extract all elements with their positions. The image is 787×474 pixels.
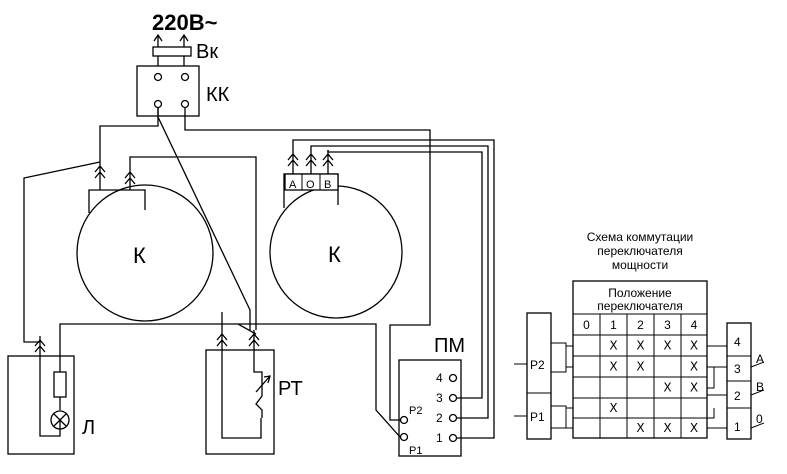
table-mark: X <box>690 421 698 435</box>
heater-left <box>76 162 214 322</box>
table-terminal-4: 4 <box>734 335 741 349</box>
table-title-line1: Схема коммутации <box>587 230 693 244</box>
table-header-line1: Положение <box>608 286 672 300</box>
table-letter-0: 0 <box>756 412 763 426</box>
table-mark: X <box>663 339 671 353</box>
pm-contact-p2: Р2 <box>409 405 422 417</box>
table-terminal-1: 1 <box>734 420 741 434</box>
heater-right-label: К <box>328 242 341 267</box>
table-letter-b: В <box>756 380 764 394</box>
table-contact-p1: Р1 <box>530 410 545 424</box>
pm-terminal-2: 2 <box>436 411 443 425</box>
table-mark: X <box>690 360 698 374</box>
table-letter-a: А <box>756 352 764 366</box>
table-title-line3: мощности <box>612 258 668 272</box>
pm-terminal-1: 1 <box>436 431 443 445</box>
table-mark: X <box>663 421 671 435</box>
commutation-table <box>514 280 765 440</box>
lamp-label: Л <box>82 417 95 439</box>
table-mark: X <box>690 381 698 395</box>
power-switch <box>398 359 462 457</box>
terminal-o-label: О <box>306 179 315 191</box>
table-mark: X <box>663 381 671 395</box>
table-mark: X <box>636 421 644 435</box>
position-header-3: 3 <box>664 318 671 332</box>
switch-label: Вк <box>196 41 218 63</box>
power-switch-label: ПМ <box>434 335 465 357</box>
terminal-block <box>136 65 200 117</box>
pm-contact-p1: Р1 <box>409 445 422 457</box>
pm-terminal-3: 3 <box>436 391 443 405</box>
table-title-line2: переключателя <box>597 244 682 258</box>
table-mark: X <box>690 339 698 353</box>
table-mark: X <box>636 360 644 374</box>
supply-voltage-label: 220В~ <box>152 10 218 35</box>
heater-left-label: К <box>133 243 146 268</box>
table-contact-p2: Р2 <box>530 358 545 372</box>
position-header-4: 4 <box>691 318 698 332</box>
position-header-2: 2 <box>637 318 644 332</box>
table-terminal-2: 2 <box>734 389 741 403</box>
lamp-unit <box>7 336 75 455</box>
terminal-b-label: В <box>324 179 331 191</box>
pm-terminal-4: 4 <box>436 371 443 385</box>
wiring <box>23 108 495 439</box>
table-terminal-3: 3 <box>734 362 741 376</box>
table-mark: X <box>609 401 617 415</box>
regulator-label: РТ <box>278 378 303 400</box>
table-mark: X <box>609 360 617 374</box>
table-header-line2: переключателя <box>597 299 682 313</box>
position-header-0: 0 <box>583 318 590 332</box>
position-header-1: 1 <box>610 318 617 332</box>
position-headers: 0 1 2 3 4 <box>583 318 698 332</box>
table-mark: X <box>636 339 644 353</box>
regulator-unit <box>205 330 275 455</box>
heater-right <box>269 150 403 319</box>
terminal-a-label: А <box>289 179 297 191</box>
table-mark: X <box>609 339 617 353</box>
terminal-block-label: КК <box>206 84 230 106</box>
